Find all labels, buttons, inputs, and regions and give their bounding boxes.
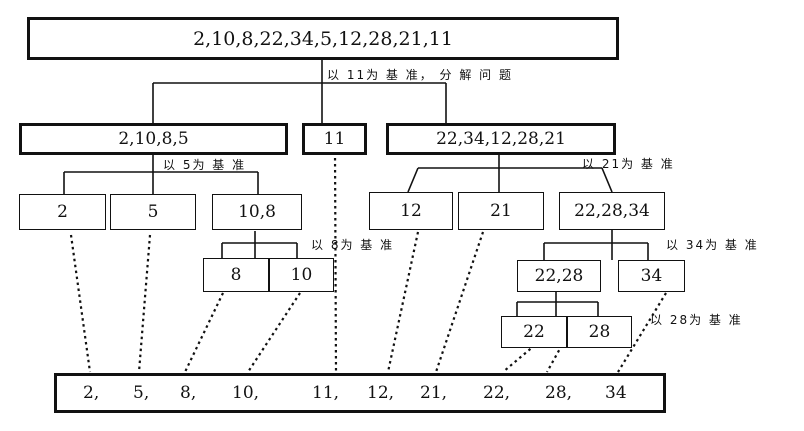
node-34: 34 bbox=[618, 260, 685, 292]
node-10-8: 10,8 bbox=[212, 194, 302, 230]
result-item: 22, bbox=[483, 383, 511, 403]
result-item: 28, bbox=[545, 383, 573, 403]
node-28: 28 bbox=[567, 316, 632, 348]
sorted-result-box bbox=[54, 373, 666, 413]
node-pivot-11: 11 bbox=[302, 123, 367, 155]
label-pivot-34: 以 34为 基 准 bbox=[666, 238, 759, 252]
result-item: 21, bbox=[420, 383, 448, 403]
node-8: 8 bbox=[203, 258, 269, 292]
node-left: 2,10,8,5 bbox=[19, 123, 288, 155]
node-root: 2,10,8,22,34,5,12,28,21,11 bbox=[27, 17, 619, 60]
label-pivot-21: 以 21为 基 准 bbox=[582, 157, 675, 171]
node-2: 2 bbox=[19, 194, 106, 230]
result-item: 2, bbox=[83, 383, 100, 403]
result-item: 34 bbox=[605, 383, 627, 403]
node-22-28: 22,28 bbox=[517, 260, 601, 292]
result-item: 10, bbox=[232, 383, 260, 403]
result-item: 8, bbox=[180, 383, 197, 403]
node-right: 22,34,12,28,21 bbox=[386, 123, 616, 155]
node-5: 5 bbox=[110, 194, 196, 230]
label-pivot-5: 以 5为 基 准 bbox=[163, 158, 247, 172]
label-pivot-11: 以 11为 基 准， 分 解 问 题 bbox=[327, 68, 513, 82]
node-10: 10 bbox=[269, 258, 334, 292]
result-item: 11, bbox=[312, 383, 340, 403]
node-12: 12 bbox=[369, 192, 453, 230]
result-item: 12, bbox=[367, 383, 395, 403]
result-item: 5, bbox=[133, 383, 150, 403]
label-pivot-8: 以 8为 基 准 bbox=[311, 238, 395, 252]
node-21: 21 bbox=[458, 192, 544, 230]
node-22: 22 bbox=[501, 316, 567, 348]
label-pivot-28: 以 28为 基 准 bbox=[650, 313, 743, 327]
node-22-28-34: 22,28,34 bbox=[559, 192, 665, 230]
